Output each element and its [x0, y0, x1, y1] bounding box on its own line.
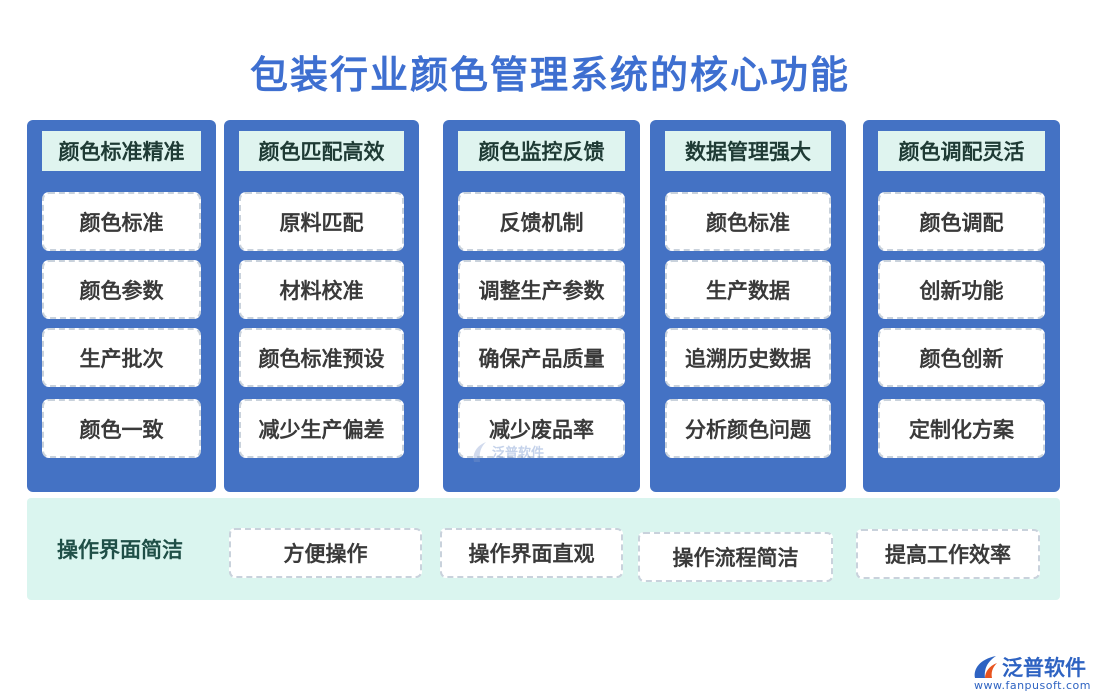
feature-item: 调整生产参数	[458, 260, 625, 319]
feature-item: 原料匹配	[239, 192, 404, 251]
column-heading: 颜色标准精准	[42, 131, 201, 171]
column-heading: 颜色匹配高效	[239, 131, 404, 171]
feature-column-color-monitoring: 颜色监控反馈 反馈机制 调整生产参数 确保产品质量 减少废品率	[443, 120, 640, 492]
watermark-text: 泛普软件	[492, 446, 545, 461]
feature-item: 确保产品质量	[458, 328, 625, 387]
bottom-item: 操作流程简洁	[638, 532, 833, 582]
feature-item: 生产批次	[42, 328, 201, 387]
page-title: 包装行业颜色管理系统的核心功能	[249, 53, 850, 97]
bottom-panel-simple-interface: 操作界面简洁 方便操作 操作界面直观 操作流程简洁 提高工作效率	[27, 498, 1060, 600]
feature-item: 颜色调配	[878, 192, 1045, 251]
feature-column-color-matching: 颜色匹配高效 原料匹配 材料校准 颜色标准预设 减少生产偏差	[224, 120, 419, 492]
feature-item: 颜色标准预设	[239, 328, 404, 387]
feature-item: 生产数据	[665, 260, 831, 319]
brand-logo: 泛普软件 www.fanpusoft.com	[970, 652, 1095, 696]
column-heading: 数据管理强大	[665, 131, 831, 171]
watermark: 泛普软件	[470, 440, 550, 470]
brand-name: 泛普软件	[1002, 656, 1086, 680]
brand-url: www.fanpusoft.com	[974, 679, 1091, 692]
bottom-panel-label: 操作界面简洁	[57, 538, 183, 562]
fanpu-logo-icon	[974, 656, 997, 678]
fanpu-watermark-icon	[473, 442, 486, 462]
feature-item: 颜色标准	[42, 192, 201, 251]
feature-column-color-blending: 颜色调配灵活 颜色调配 创新功能 颜色创新 定制化方案	[863, 120, 1060, 492]
bottom-item: 提高工作效率	[856, 529, 1040, 579]
feature-item: 颜色创新	[878, 328, 1045, 387]
feature-item: 减少生产偏差	[239, 399, 404, 458]
feature-item: 颜色一致	[42, 399, 201, 458]
feature-item: 颜色参数	[42, 260, 201, 319]
column-heading: 颜色监控反馈	[458, 131, 625, 171]
column-heading: 颜色调配灵活	[878, 131, 1045, 171]
bottom-item: 操作界面直观	[440, 528, 623, 578]
feature-item: 减少废品率	[458, 399, 625, 458]
feature-item: 颜色标准	[665, 192, 831, 251]
feature-item: 定制化方案	[878, 399, 1045, 458]
feature-item: 反馈机制	[458, 192, 625, 251]
feature-item: 材料校准	[239, 260, 404, 319]
feature-item: 分析颜色问题	[665, 399, 831, 458]
feature-column-data-management: 数据管理强大 颜色标准 生产数据 追溯历史数据 分析颜色问题	[650, 120, 846, 492]
feature-item: 追溯历史数据	[665, 328, 831, 387]
bottom-item: 方便操作	[229, 528, 422, 578]
feature-item: 创新功能	[878, 260, 1045, 319]
feature-column-color-standard: 颜色标准精准 颜色标准 颜色参数 生产批次 颜色一致	[27, 120, 216, 492]
